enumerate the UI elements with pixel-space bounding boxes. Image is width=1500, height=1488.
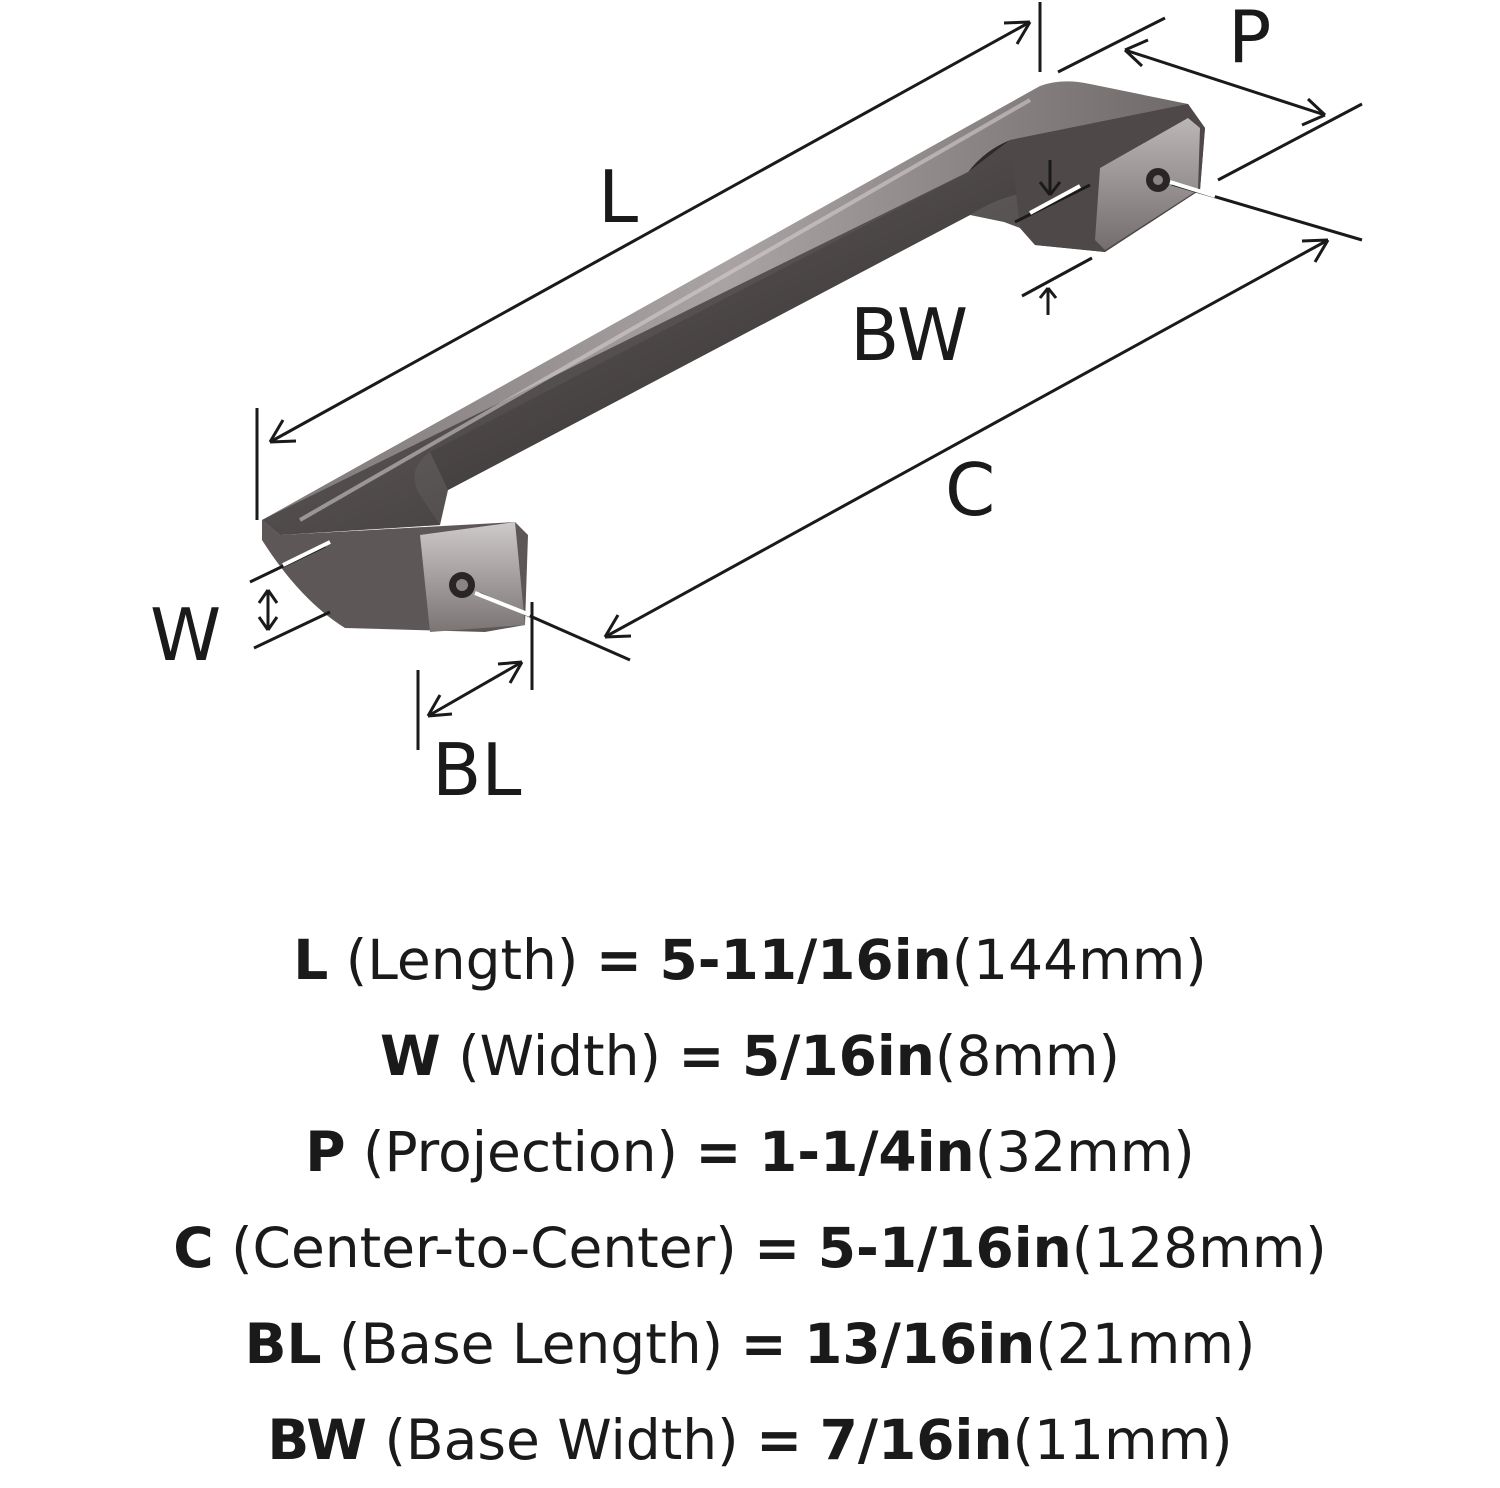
spec-metric: (144mm) (951, 928, 1207, 992)
label-W: W (150, 593, 221, 677)
label-C: C (945, 448, 995, 532)
spec-metric: (128mm) (1071, 1216, 1327, 1280)
extension-line-P-left (1057, 16, 1166, 74)
arrowhead-BW-bottom-icon (1038, 287, 1058, 299)
extension-line-P-right (1217, 102, 1363, 182)
spec-name: (Length) (345, 928, 579, 992)
spec-line-width: W (Width) = 5/16in(8mm) (0, 1008, 1500, 1104)
spec-equals: = (740, 1312, 787, 1376)
leader-breaks (282, 180, 1216, 617)
spec-name: (Base Length) (339, 1312, 724, 1376)
spec-imperial: 5/16in (741, 1024, 935, 1088)
spec-code: W (380, 1024, 441, 1088)
extension-line-BW-top (1014, 183, 1091, 224)
arrowhead-BL-left-icon (426, 694, 453, 718)
spec-code: BL (244, 1312, 322, 1376)
dim-line-L (269, 20, 1031, 444)
arrowhead-BL-right-icon (497, 660, 524, 684)
arrowhead-C-right-icon (1301, 238, 1330, 263)
spec-line-base-length: BL (Base Length) = 13/16in(21mm) (0, 1296, 1500, 1392)
spec-equals: = (595, 928, 642, 992)
spec-name: (Projection) (363, 1120, 678, 1184)
arrowhead-L-right-icon (1003, 20, 1032, 45)
spec-imperial: 5-1/16in (817, 1216, 1072, 1280)
arrowhead-P-left-icon (1123, 38, 1149, 68)
spec-metric: (21mm) (1035, 1312, 1256, 1376)
handle-highlight (299, 98, 1031, 522)
spec-imperial: 1-1/4in (758, 1120, 975, 1184)
spec-imperial: 13/16in (804, 1312, 1036, 1376)
spec-imperial: 5-11/16in (659, 928, 952, 992)
label-L: L (598, 155, 638, 239)
spec-metric: (8mm) (934, 1024, 1120, 1088)
spec-equals: = (678, 1024, 725, 1088)
spec-code: BW (267, 1408, 367, 1472)
label-P: P (1228, 0, 1271, 79)
cabinet-pull-handle (262, 81, 1205, 632)
arrowhead-BW-top-icon (1038, 181, 1062, 196)
spec-line-base-width: BW (Base Width) = 7/16in(11mm) (0, 1392, 1500, 1488)
left-base-end-face (420, 522, 525, 632)
arrowhead-C-left-icon (603, 614, 632, 639)
spec-imperial: 7/16in (819, 1408, 1013, 1472)
spec-equals: = (756, 1408, 803, 1472)
arrowhead-L-left-icon (268, 419, 297, 444)
spec-line-projection: P (Projection) = 1-1/4in(32mm) (0, 1104, 1500, 1200)
spec-name: (Center-to-Center) (231, 1216, 737, 1280)
spec-code: C (173, 1216, 214, 1280)
spec-code: L (293, 928, 329, 992)
arrowhead-P-right-icon (1301, 97, 1327, 127)
spec-equals: = (695, 1120, 742, 1184)
label-BL: BL (432, 728, 522, 812)
handle-front-face (262, 104, 1205, 535)
dim-line-BL (427, 660, 523, 718)
spec-equals: = (754, 1216, 801, 1280)
dimension-spec-list: L (Length) = 5-11/16in(144mm) W (Width) … (0, 912, 1500, 1488)
extension-line-W-bottom (253, 610, 331, 650)
spec-metric: (32mm) (974, 1120, 1195, 1184)
label-BW: BW (850, 293, 968, 377)
spec-code: P (305, 1120, 346, 1184)
spec-metric: (11mm) (1012, 1408, 1233, 1472)
dim-line-P (1124, 48, 1326, 117)
arrowhead-W-top-icon (257, 589, 279, 604)
dim-line-C (604, 238, 1329, 639)
spec-line-center-to-center: C (Center-to-Center) = 5-1/16in(128mm) (0, 1200, 1500, 1296)
handle-dimension-diagram: L P BW C W BL (150, 0, 1363, 812)
spec-name: (Base Width) (384, 1408, 739, 1472)
spec-line-length: L (Length) = 5-11/16in(144mm) (0, 912, 1500, 1008)
arrowhead-W-bottom-icon (257, 616, 279, 631)
spec-name: (Width) (458, 1024, 661, 1088)
extension-line-BW-bottom (1021, 256, 1093, 298)
